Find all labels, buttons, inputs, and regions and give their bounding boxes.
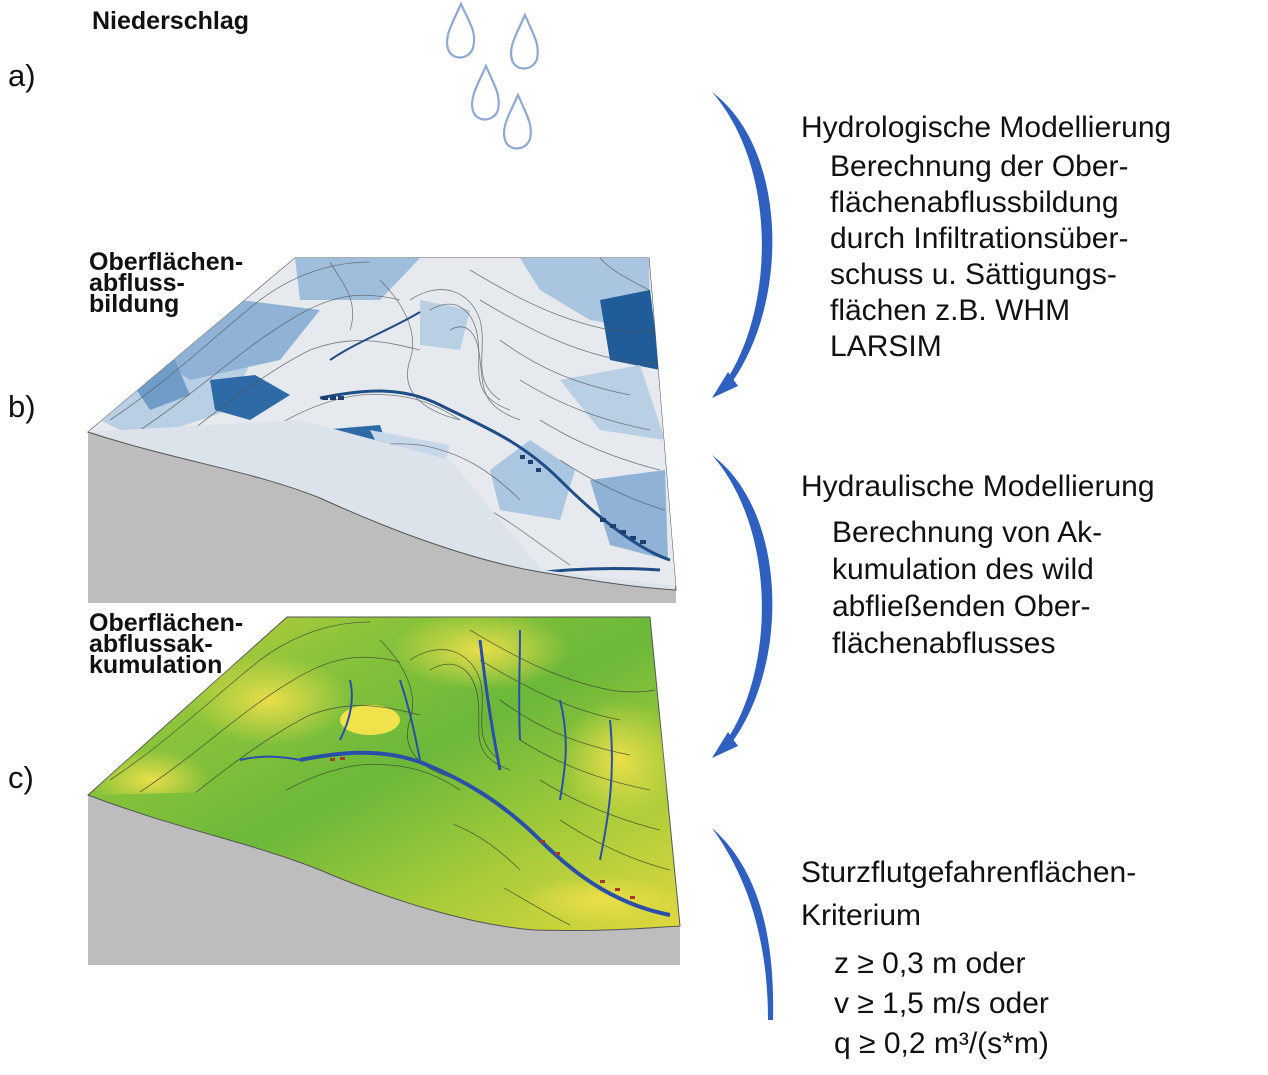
runoff-accumulation-label-line-2: abflussak-	[89, 630, 213, 658]
hydraulics-description: Berechnung von Ak- kumulation des wild a…	[832, 514, 1102, 662]
arrow-hydrology-icon	[712, 92, 773, 392]
criterion-line-velocity: v ≥ 1,5 m/s oder	[834, 987, 1049, 1020]
hydrology-line-6: LARSIM	[830, 330, 942, 363]
hydraulics-line-4: flächenabflusses	[832, 627, 1056, 660]
step-label-b: b)	[8, 389, 36, 424]
criterion-title: Sturzflutgefahrenflächen- Kriterium	[801, 851, 1136, 937]
criterion-thresholds: z ≥ 0,3 m oder v ≥ 1,5 m/s oder q ≥ 0,2 …	[834, 944, 1049, 1064]
runoff-generation-label: Oberflächen- abfluss- bildung	[89, 248, 244, 318]
criterion-title-line-2: Kriterium	[801, 899, 922, 932]
hydrology-line-1: Berechnung der Ober-	[830, 150, 1129, 183]
step-label-c: c)	[8, 760, 34, 795]
runoff-generation-label-line-2: abfluss-	[89, 269, 185, 297]
runoff-accumulation-label-line-3: kumulation	[89, 651, 223, 679]
arrow-criterion-icon	[712, 828, 774, 1020]
criterion-line-depth: z ≥ 0,3 m oder	[834, 947, 1026, 980]
hydraulics-line-3: abfließenden Ober-	[832, 590, 1091, 623]
runoff-accumulation-label-line-1: Oberflächen-	[89, 609, 244, 637]
runoff-accumulation-label: Oberflächen- abflussak- kumulation	[89, 609, 244, 679]
hydrology-description: Berechnung der Ober- flächenabflussbildu…	[830, 149, 1129, 365]
hydraulics-title: Hydraulische Modellierung	[801, 470, 1155, 503]
step-label-a: a)	[8, 58, 36, 93]
runoff-generation-label-line-1: Oberflächen-	[89, 248, 244, 276]
runoff-generation-label-line-3: bildung	[89, 290, 180, 318]
hydrology-line-2: flächenabflussbildung	[830, 186, 1119, 219]
raindrops-icon	[445, 1, 539, 150]
process-arrows	[712, 92, 774, 1020]
hydraulics-line-2: kumulation des wild	[832, 553, 1094, 586]
hydrology-line-4: schuss u. Sättigungs-	[830, 258, 1117, 291]
hydrology-title: Hydrologische Modellierung	[801, 111, 1172, 144]
hydrology-line-5: flächen z.B. WHM	[830, 294, 1071, 327]
terrain-block-runoff-generation	[86, 257, 677, 603]
criterion-title-line-1: Sturzflutgefahrenflächen-	[801, 856, 1137, 889]
terrain-block-runoff-accumulation	[87, 616, 681, 965]
criterion-line-discharge: q ≥ 0,2 m³/(s*m)	[834, 1027, 1049, 1060]
arrow-hydraulics-icon	[712, 455, 773, 752]
hydrology-line-3: durch Infiltrationsüber-	[830, 222, 1129, 255]
precipitation-label: Niederschlag	[92, 7, 250, 35]
hydraulics-line-1: Berechnung von Ak-	[832, 516, 1103, 549]
